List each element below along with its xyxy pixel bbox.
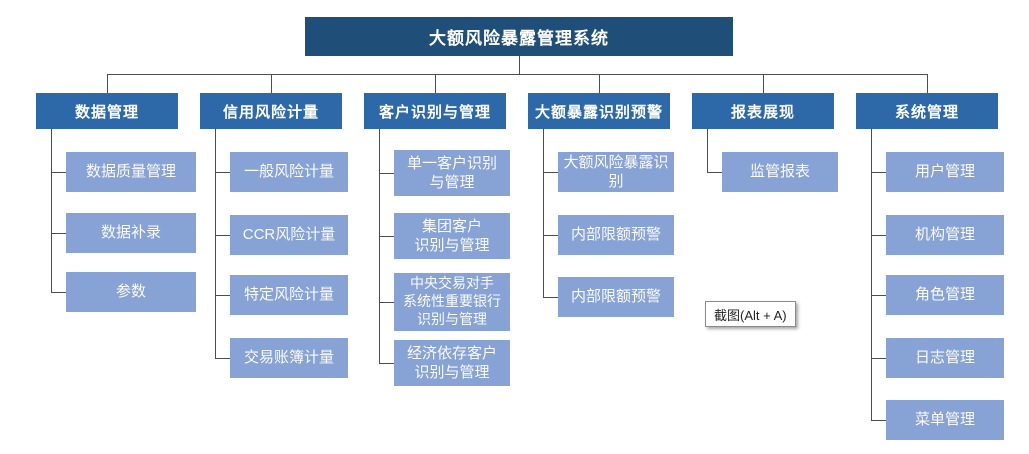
connector xyxy=(543,297,558,298)
connector xyxy=(51,172,66,173)
connector xyxy=(435,74,436,93)
connector xyxy=(379,129,380,363)
connector xyxy=(379,173,394,174)
node-economic-dependency-identification: 经济依存客户 识别与管理 xyxy=(394,340,510,386)
root-node-system-title: 大额风险暴露管理系统 xyxy=(305,17,733,56)
connector xyxy=(379,363,394,364)
connector xyxy=(107,74,108,93)
node-role-management: 角色管理 xyxy=(886,275,1004,315)
node-ccp-sib-identification: 中央交易对手 系统性重要银行 识别与管理 xyxy=(394,273,510,331)
connector xyxy=(51,233,66,234)
connector xyxy=(215,358,230,359)
node-regulatory-report: 监管报表 xyxy=(722,152,838,192)
connector xyxy=(51,292,66,293)
node-log-management: 日志管理 xyxy=(886,338,1004,378)
connector xyxy=(107,74,927,75)
header-customer-identification: 客户识别与管理 xyxy=(364,93,506,129)
node-general-risk-measurement: 一般风险计量 xyxy=(230,152,348,192)
connector xyxy=(271,74,272,93)
connector xyxy=(215,129,216,358)
node-large-exposure-identification: 大额风险暴露识别 xyxy=(558,152,674,192)
node-internal-limit-warning-1: 内部限额预警 xyxy=(558,215,674,255)
node-data-quality-management: 数据质量管理 xyxy=(66,152,196,192)
connector xyxy=(871,420,886,421)
connector xyxy=(707,129,708,172)
connector xyxy=(543,172,558,173)
connector xyxy=(51,129,52,292)
node-ccr-risk-measurement: CCR风险计量 xyxy=(230,215,348,255)
connector xyxy=(599,74,600,93)
node-group-customer-identification: 集团客户 识别与管理 xyxy=(394,213,510,259)
node-menu-management: 菜单管理 xyxy=(886,400,1004,440)
header-large-exposure-warning: 大额暴露识别预警 xyxy=(528,93,670,129)
connector xyxy=(215,295,230,296)
header-data-management: 数据管理 xyxy=(36,93,178,129)
node-trading-book-measurement: 交易账簿计量 xyxy=(230,338,348,378)
header-credit-risk-measurement: 信用风险计量 xyxy=(200,93,342,129)
connector xyxy=(871,358,886,359)
connector xyxy=(871,172,886,173)
connector xyxy=(763,74,764,93)
connector xyxy=(543,129,544,297)
connector xyxy=(707,172,722,173)
node-single-customer-identification: 单一客户识别 与管理 xyxy=(394,150,510,196)
connector xyxy=(379,236,394,237)
node-data-supplement: 数据补录 xyxy=(66,213,196,253)
connector xyxy=(215,235,230,236)
node-internal-limit-warning-2: 内部限额预警 xyxy=(558,277,674,317)
connector xyxy=(871,295,886,296)
connector xyxy=(215,172,230,173)
header-system-management: 系统管理 xyxy=(856,93,998,129)
connector xyxy=(927,74,928,93)
node-user-management: 用户管理 xyxy=(886,152,1004,192)
connector xyxy=(519,56,520,74)
connector xyxy=(871,235,886,236)
node-organization-management: 机构管理 xyxy=(886,215,1004,255)
node-specific-risk-measurement: 特定风险计量 xyxy=(230,275,348,315)
connector xyxy=(871,129,872,420)
screenshot-shortcut-tooltip: 截图(Alt + A) xyxy=(705,301,796,327)
node-parameters: 参数 xyxy=(66,272,196,312)
header-report-presentation: 报表展现 xyxy=(692,93,834,129)
connector xyxy=(543,235,558,236)
connector xyxy=(379,302,394,303)
